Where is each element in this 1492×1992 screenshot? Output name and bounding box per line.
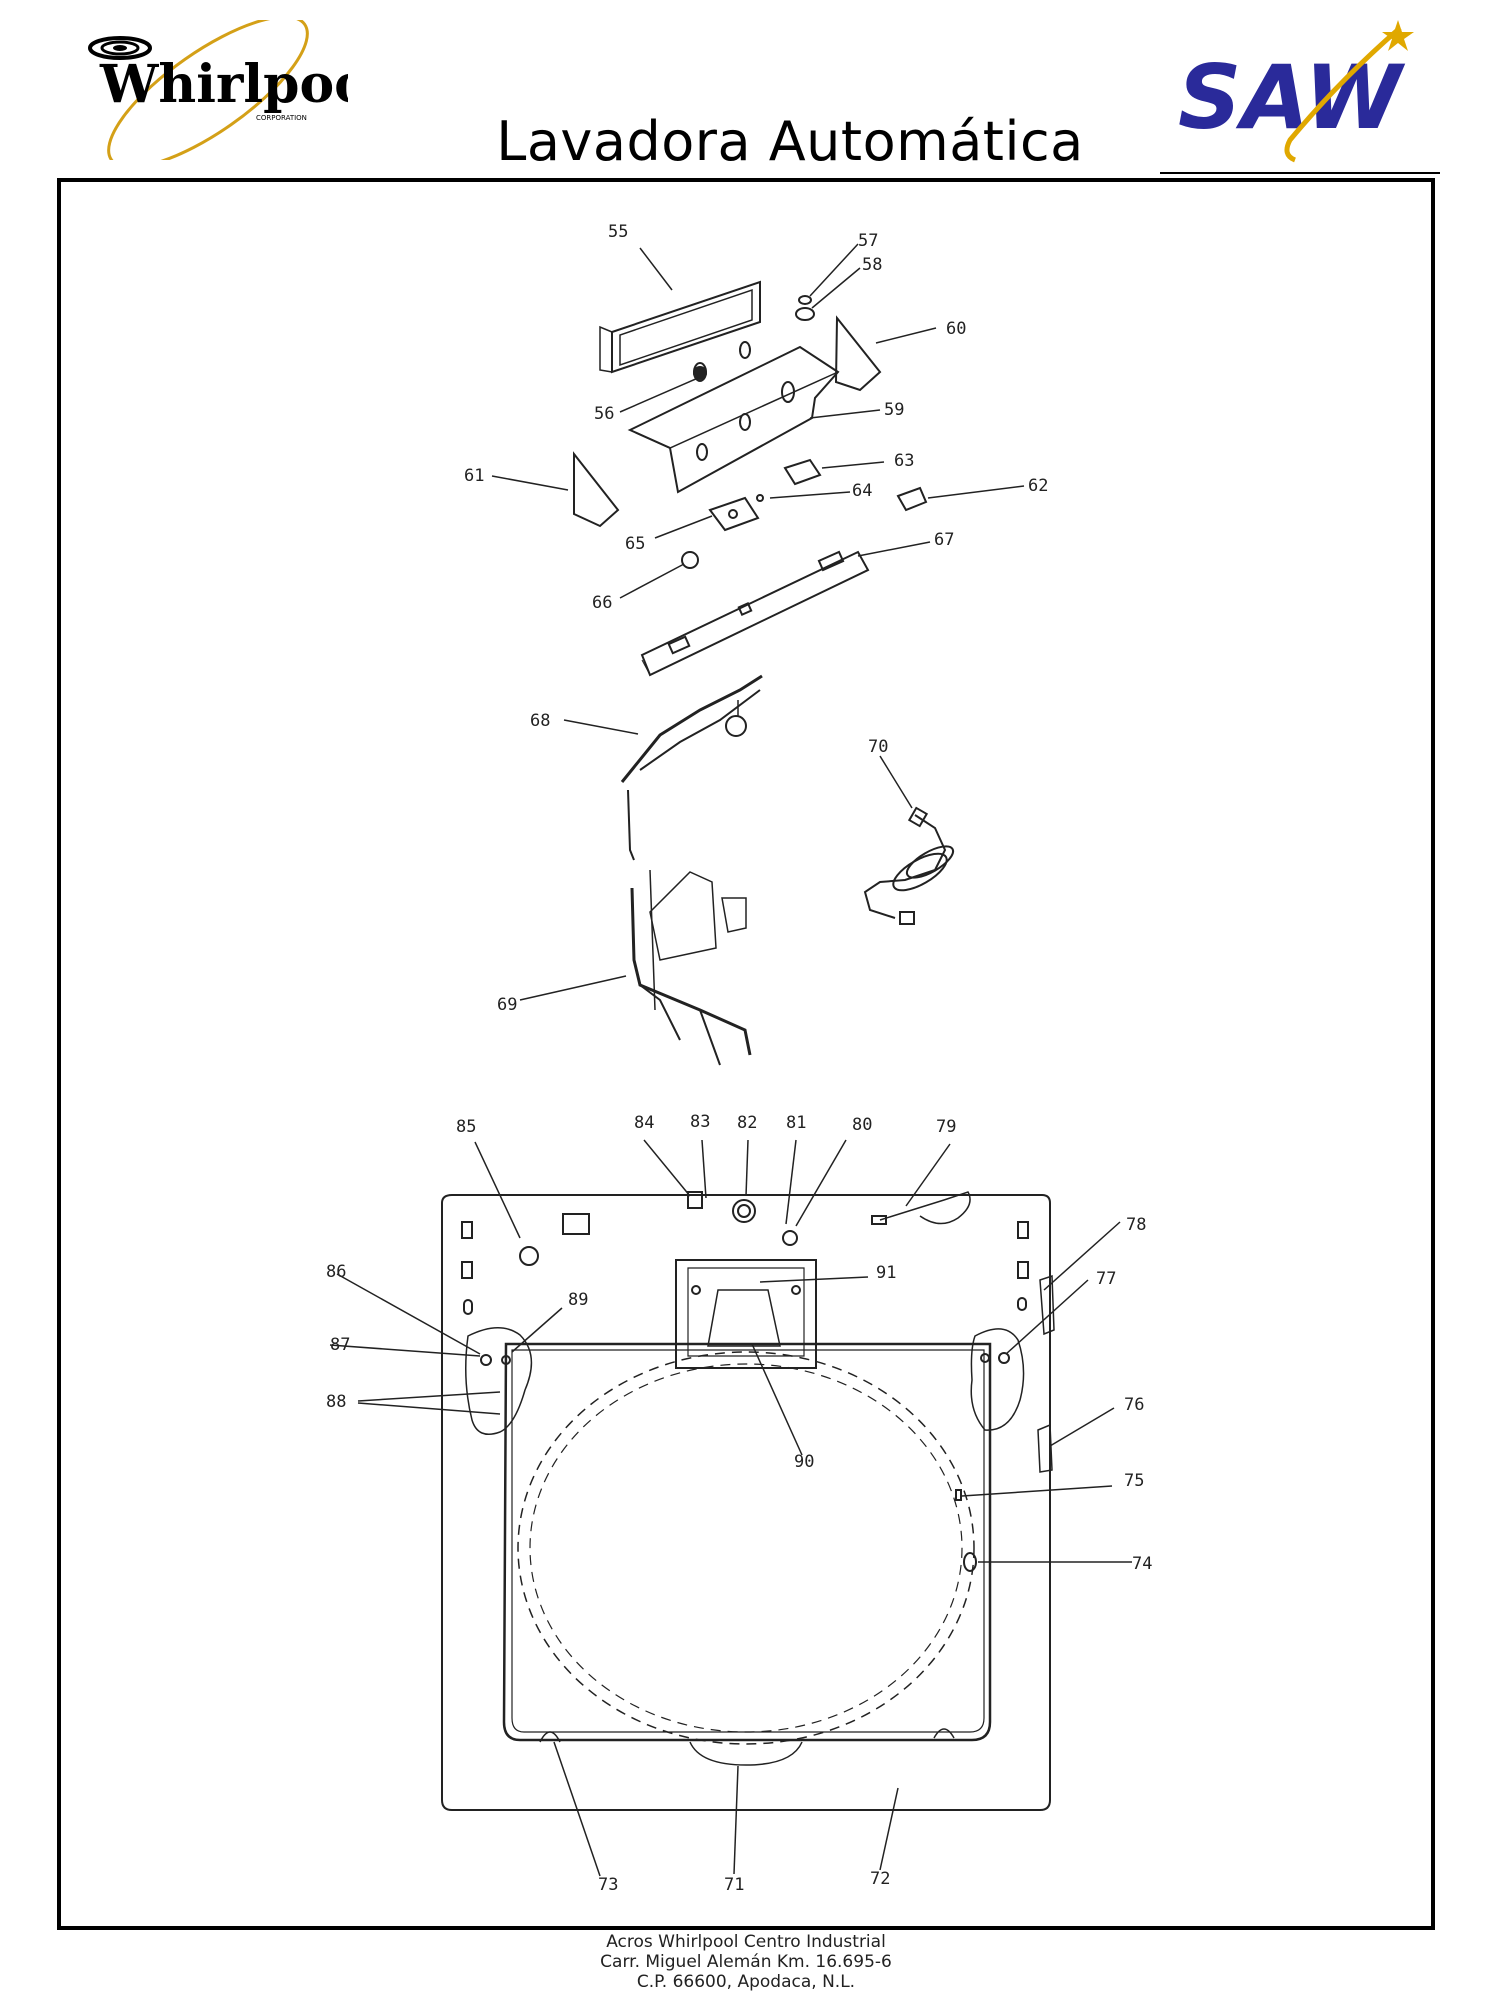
label-63: 63	[894, 451, 914, 471]
whirlpool-logo: Whirlpool CORPORATION	[88, 20, 348, 160]
label-62: 62	[1028, 476, 1048, 496]
label-73: 73	[598, 1875, 618, 1895]
label-82: 82	[737, 1113, 757, 1133]
label-74: 74	[1132, 1554, 1152, 1574]
footer-line1: Acros Whirlpool Centro Industrial	[606, 1932, 886, 1952]
footer-address: Acros Whirlpool Centro Industrial Carr. …	[446, 1932, 1046, 1992]
saw-logo-text: SAW	[1178, 46, 1406, 149]
label-60: 60	[946, 319, 966, 339]
label-65: 65	[625, 534, 645, 554]
label-88: 88	[326, 1392, 346, 1412]
label-72: 72	[870, 1869, 890, 1889]
label-85: 85	[456, 1117, 476, 1137]
label-87: 87	[330, 1335, 350, 1355]
label-90: 90	[794, 1452, 814, 1472]
label-58: 58	[862, 255, 882, 275]
label-59: 59	[884, 400, 904, 420]
label-69: 69	[497, 995, 517, 1015]
label-68: 68	[530, 711, 550, 731]
title-underline	[1160, 172, 1440, 174]
whirlpool-logo-sub: CORPORATION	[256, 114, 307, 122]
label-67: 67	[934, 530, 954, 550]
footer-line3: C.P. 66600, Apodaca, N.L.	[636, 1972, 856, 1992]
label-78: 78	[1126, 1215, 1146, 1235]
saw-logo: SAW	[1178, 20, 1414, 163]
label-80: 80	[852, 1115, 872, 1135]
diagram-frame	[57, 178, 1435, 1930]
label-86: 86	[326, 1262, 346, 1282]
page-title: Lavadora Automática	[496, 110, 1084, 173]
label-70: 70	[868, 737, 888, 757]
label-76: 76	[1124, 1395, 1144, 1415]
label-84: 84	[634, 1113, 654, 1133]
label-83: 83	[690, 1112, 710, 1132]
label-71: 71	[724, 1875, 744, 1895]
label-66: 66	[592, 593, 612, 613]
label-77: 77	[1096, 1269, 1116, 1289]
whirlpool-logo-text: Whirlpool	[99, 54, 348, 115]
label-61: 61	[464, 466, 484, 486]
label-81: 81	[786, 1113, 806, 1133]
label-75: 75	[1124, 1471, 1144, 1491]
label-91: 91	[876, 1263, 896, 1283]
label-56: 56	[594, 404, 614, 424]
footer-line2: Carr. Miguel Alemán Km. 16.695-6	[600, 1952, 892, 1972]
label-55: 55	[608, 222, 628, 242]
label-64: 64	[852, 481, 872, 501]
label-57: 57	[858, 231, 878, 251]
label-79: 79	[936, 1117, 956, 1137]
label-89: 89	[568, 1290, 588, 1310]
